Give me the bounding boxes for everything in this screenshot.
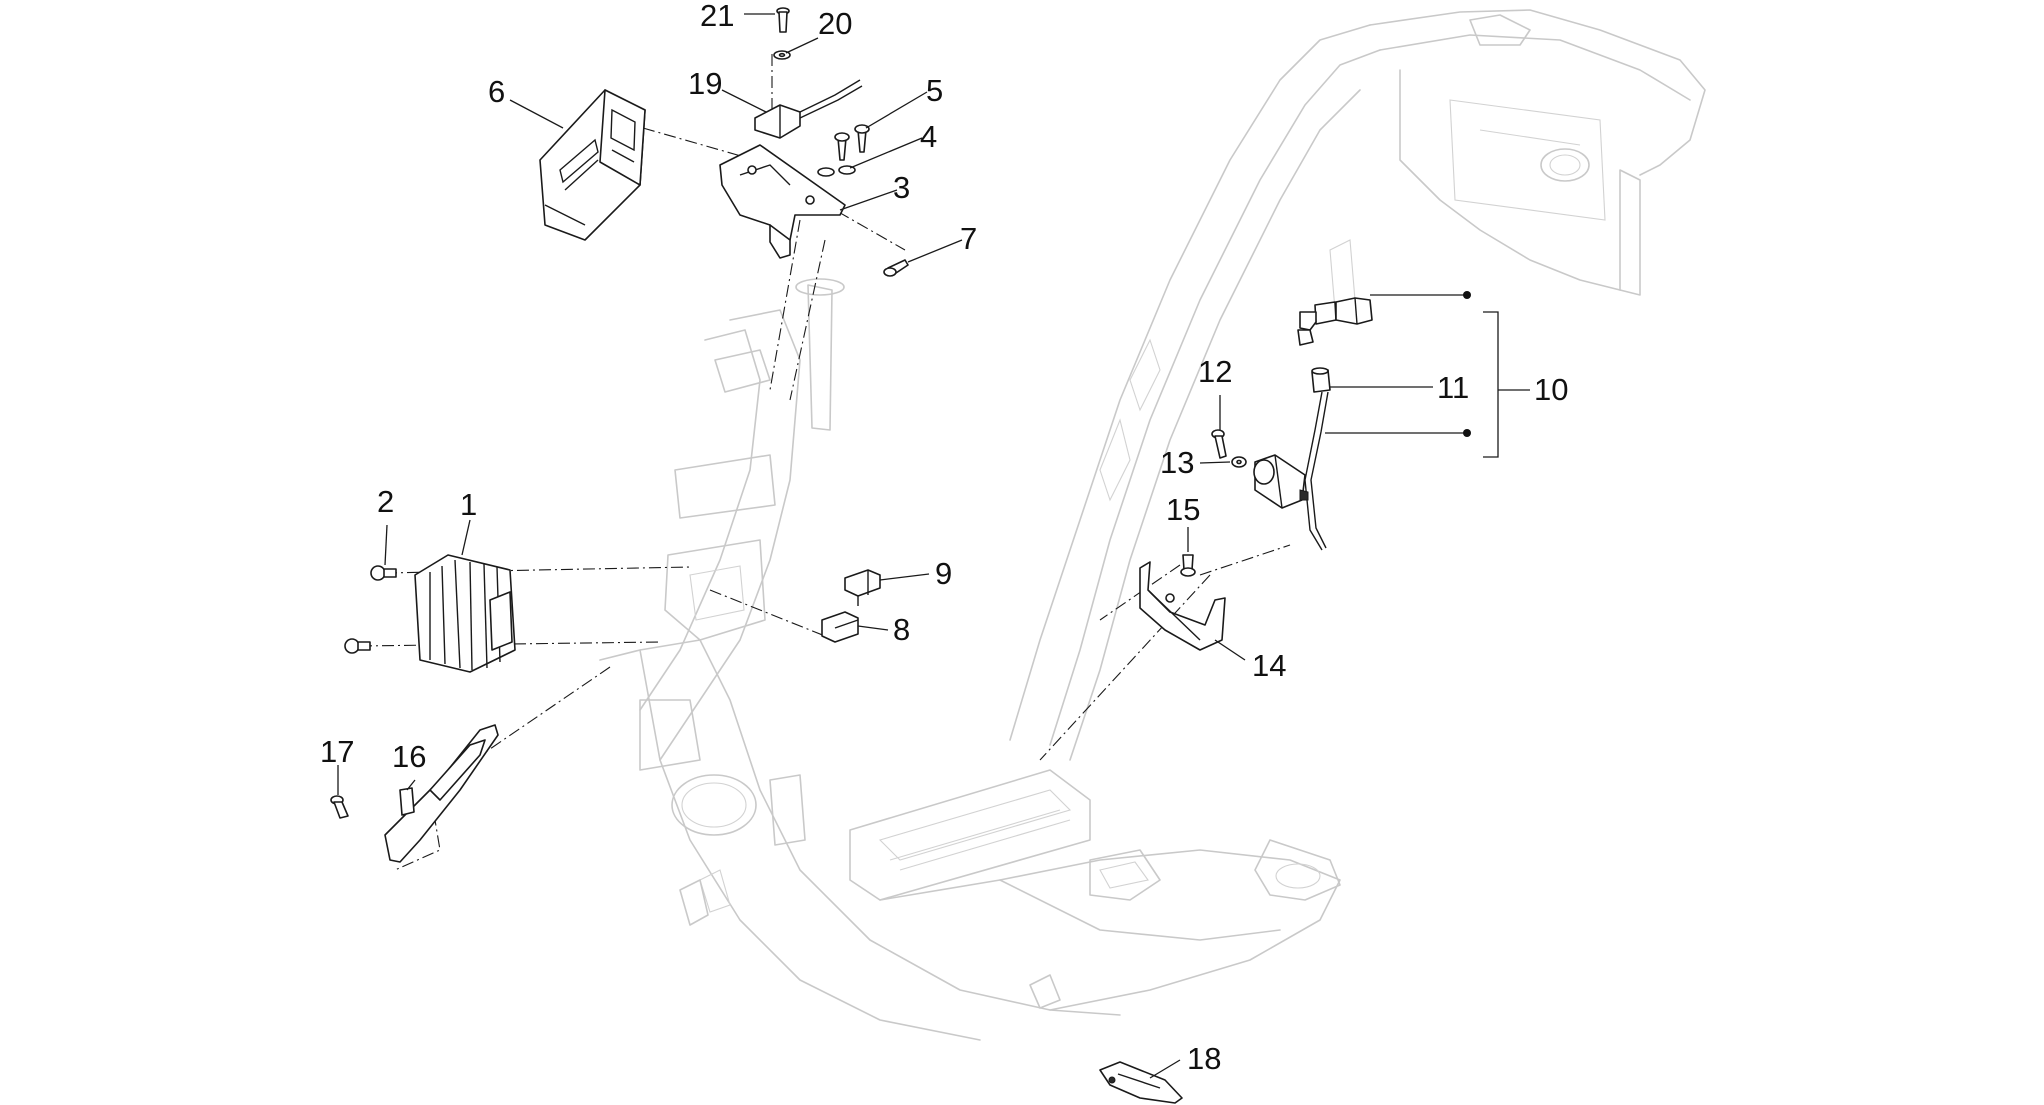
callout-6: 6 — [488, 74, 505, 109]
part-15-screw — [1180, 554, 1196, 577]
part-14-coil-bracket — [1139, 561, 1226, 651]
part-2-bolts — [344, 565, 397, 654]
callout-16: 16 — [392, 739, 426, 774]
part-4-washers — [817, 165, 856, 177]
callout-18: 18 — [1187, 1041, 1221, 1076]
callout-19: 19 — [688, 66, 722, 101]
callout-14: 14 — [1252, 648, 1286, 683]
part-8-connector — [821, 611, 859, 643]
callout-21: 21 — [700, 0, 734, 33]
part-12-bolt — [1211, 429, 1227, 459]
callout-20: 20 — [818, 6, 852, 41]
part-9-relay — [844, 569, 881, 606]
callout-10: 10 — [1534, 372, 1568, 407]
callout-leaders — [337, 13, 1530, 1079]
callout-3: 3 — [893, 170, 910, 205]
callout-4: 4 — [920, 119, 937, 154]
part-10-ignition-coil-assembly — [1253, 297, 1373, 551]
part-13-washer — [1231, 456, 1247, 468]
part-3-mounting-bracket — [719, 144, 846, 259]
part-1-voltage-regulator — [414, 554, 516, 673]
part-16-bracket — [384, 724, 499, 863]
callout-9: 9 — [935, 556, 952, 591]
callout-12: 12 — [1198, 354, 1232, 389]
callout-7: 7 — [960, 221, 977, 256]
callout-15: 15 — [1166, 492, 1200, 527]
callout-13: 13 — [1160, 445, 1194, 480]
part-19-sensor — [754, 79, 863, 139]
callout-2: 2 — [377, 484, 394, 519]
callout-1: 1 — [460, 487, 477, 522]
callout-17: 17 — [320, 734, 354, 769]
callout-11: 11 — [1437, 370, 1469, 405]
callout-8: 8 — [893, 612, 910, 647]
part-17-screw — [330, 795, 349, 819]
part-7-bolt — [883, 259, 909, 277]
scooter-frame — [599, 9, 1706, 1041]
part-21-screw — [776, 7, 790, 33]
part-18-cover — [1099, 1061, 1183, 1104]
callout-labels: 21 20 19 5 4 3 6 7 2 1 9 8 12 11 10 13 1… — [320, 0, 1568, 1076]
part-6-control-unit — [539, 89, 646, 241]
part-5-bolts — [834, 124, 870, 161]
callout-5: 5 — [926, 73, 943, 108]
